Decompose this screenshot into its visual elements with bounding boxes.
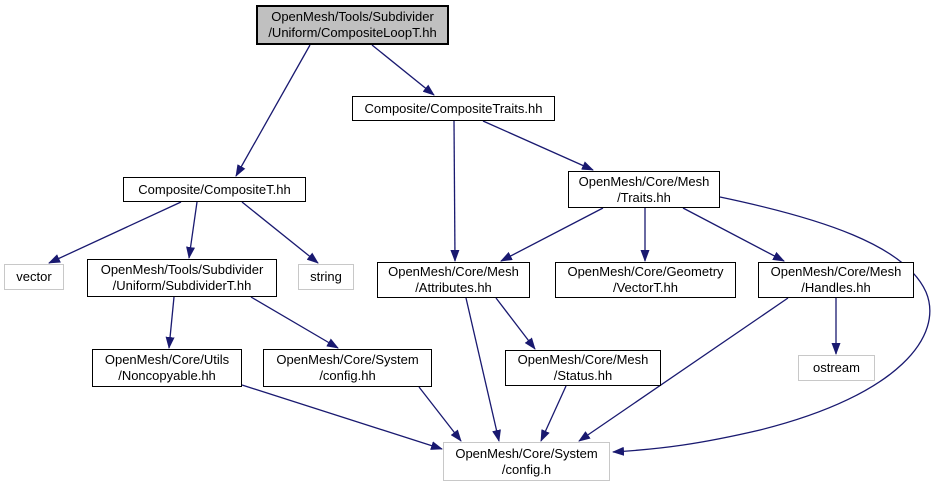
edge-meshtraits-to-configh	[612, 196, 931, 456]
edge-meshtraits-to-handles	[682, 207, 785, 262]
node-label: OpenMesh/Core/Mesh	[517, 352, 649, 367]
edge-noncopyable-to-configh	[241, 384, 443, 450]
node-label: /Noncopyable.hh	[118, 368, 216, 383]
node-composite-traits[interactable]: Composite/CompositeTraits.hh	[352, 96, 555, 121]
edge-compositet-to-string	[241, 201, 319, 264]
node-label: OpenMesh/Core/Mesh	[770, 264, 902, 279]
edge-attributes-to-configh	[465, 297, 501, 442]
node-label: Composite/CompositeTraits.hh	[364, 100, 543, 116]
node-label: /Status.hh	[553, 368, 613, 383]
node-status[interactable]: OpenMesh/Core/Mesh /Status.hh	[505, 350, 661, 386]
node-composite-t[interactable]: Composite/CompositeT.hh	[123, 177, 306, 202]
edge-compositetraits-to-meshtraits	[482, 120, 594, 171]
edge-subdividert-to-noncopyable	[165, 296, 175, 349]
node-label: OpenMesh/Tools/Subdivider	[100, 262, 264, 277]
node-label: /VectorT.hh	[612, 280, 679, 295]
node-string: string	[298, 264, 354, 290]
edge-compositeloopt-to-compositet	[235, 44, 311, 177]
edge-attributes-to-status	[495, 297, 536, 350]
edge-meshtraits-to-attributes	[500, 207, 604, 262]
edge-compositet-to-vector	[48, 201, 182, 264]
edge-confighh-to-configh	[418, 386, 462, 442]
node-label: /Uniform/SubdividerT.hh	[112, 278, 252, 293]
node-label: /Uniform/CompositeLoopT.hh	[268, 25, 437, 40]
edge-compositetraits-to-attributes	[450, 120, 460, 262]
edge-compositet-to-subdividert	[186, 201, 198, 259]
node-label: Composite/CompositeT.hh	[138, 181, 291, 197]
node-config-h: OpenMesh/Core/System /config.h	[443, 442, 610, 481]
node-label: OpenMesh/Core/Geometry	[567, 264, 724, 279]
node-label: /config.h	[501, 461, 552, 477]
edge-compositeloopt-to-compositetraits	[371, 44, 435, 96]
node-ostream: ostream	[798, 355, 875, 381]
node-label: /Traits.hh	[617, 189, 671, 205]
node-vector-t[interactable]: OpenMesh/Core/Geometry /VectorT.hh	[555, 262, 736, 298]
node-mesh-traits[interactable]: OpenMesh/Core/Mesh /Traits.hh	[568, 171, 720, 208]
node-label: /Handles.hh	[801, 280, 871, 295]
node-label: ostream	[813, 360, 860, 375]
node-label: OpenMesh/Core/Mesh	[388, 264, 519, 279]
node-vector: vector	[4, 264, 64, 290]
node-label: OpenMesh/Core/Mesh	[578, 173, 710, 189]
node-label: string	[310, 269, 342, 284]
node-config-hh[interactable]: OpenMesh/Core/System /config.hh	[263, 349, 432, 387]
node-handles[interactable]: OpenMesh/Core/Mesh /Handles.hh	[758, 262, 914, 298]
node-label: OpenMesh/Tools/Subdivider	[271, 9, 434, 24]
node-composite-loop-t: OpenMesh/Tools/Subdivider /Uniform/Compo…	[256, 5, 449, 45]
edge-subdividert-to-confighh	[250, 296, 339, 349]
node-label: vector	[16, 269, 52, 284]
node-label: OpenMesh/Core/System	[455, 445, 598, 461]
edge-handles-to-configh	[578, 297, 789, 442]
node-attributes[interactable]: OpenMesh/Core/Mesh /Attributes.hh	[377, 262, 530, 298]
node-noncopyable[interactable]: OpenMesh/Core/Utils /Noncopyable.hh	[92, 349, 242, 387]
node-label: OpenMesh/Core/System	[276, 352, 419, 367]
node-label: OpenMesh/Core/Utils	[104, 352, 230, 367]
node-label: /config.hh	[319, 368, 376, 383]
node-subdivider-t[interactable]: OpenMesh/Tools/Subdivider /Uniform/Subdi…	[87, 259, 277, 297]
node-label: /Attributes.hh	[415, 280, 492, 295]
edge-status-to-configh	[540, 385, 567, 442]
